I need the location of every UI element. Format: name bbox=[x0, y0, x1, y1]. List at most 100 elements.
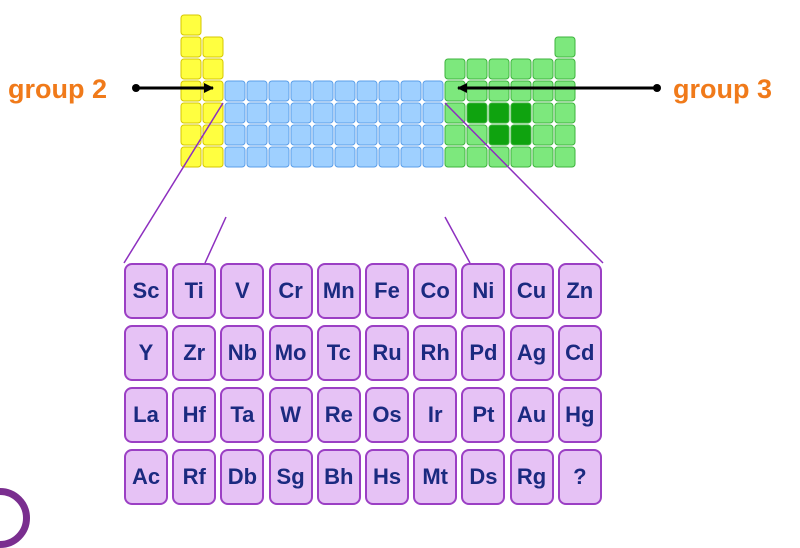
highlighted-cell bbox=[488, 124, 510, 146]
transition-cell bbox=[422, 124, 444, 146]
transition-cell bbox=[224, 124, 246, 146]
transition-cell bbox=[378, 80, 400, 102]
transition-cell bbox=[246, 124, 268, 146]
element-tile: Ta bbox=[220, 387, 265, 443]
element-tile: Zr bbox=[172, 325, 217, 381]
transition-cell bbox=[422, 80, 444, 102]
transition-cell bbox=[224, 102, 246, 124]
group3-cell bbox=[488, 58, 510, 80]
transition-cell bbox=[400, 80, 422, 102]
group2-cell bbox=[202, 146, 224, 168]
transition-cell bbox=[290, 80, 312, 102]
transition-cell bbox=[268, 124, 290, 146]
transition-cell bbox=[356, 146, 378, 168]
expand-line-outer-left bbox=[123, 102, 224, 264]
transition-cell bbox=[312, 146, 334, 168]
expand-line-outer-right bbox=[444, 102, 604, 264]
group3-cell bbox=[444, 124, 466, 146]
transition-cell bbox=[356, 124, 378, 146]
group3-cell bbox=[466, 58, 488, 80]
group3-cell bbox=[532, 146, 554, 168]
group3-cell bbox=[554, 80, 576, 102]
group3-cell bbox=[532, 102, 554, 124]
element-tile: Au bbox=[509, 387, 554, 443]
element-tile: Mo bbox=[268, 325, 313, 381]
transition-cell bbox=[334, 124, 356, 146]
highlighted-cell bbox=[510, 124, 532, 146]
expand-line-inner-left bbox=[204, 216, 227, 264]
group3-cell bbox=[444, 146, 466, 168]
transition-cell bbox=[422, 146, 444, 168]
element-tile: Db bbox=[220, 449, 265, 505]
element-tile: V bbox=[220, 263, 265, 319]
element-tile: ? bbox=[557, 449, 602, 505]
group3-cell bbox=[532, 80, 554, 102]
highlighted-cell bbox=[466, 102, 488, 124]
transition-cell bbox=[246, 102, 268, 124]
transition-cell bbox=[246, 80, 268, 102]
transition-cell bbox=[312, 124, 334, 146]
element-tile: Mn bbox=[316, 263, 361, 319]
element-tile: Fe bbox=[365, 263, 409, 319]
element-tile: Ds bbox=[461, 449, 506, 505]
transition-cell bbox=[268, 146, 290, 168]
group3-cell bbox=[554, 36, 576, 58]
element-tile: Cd bbox=[557, 325, 602, 381]
element-tile: Nb bbox=[220, 325, 265, 381]
group1-cell bbox=[180, 58, 202, 80]
element-tile: Os bbox=[365, 387, 409, 443]
transition-cell bbox=[422, 102, 444, 124]
element-tile: Rg bbox=[509, 449, 554, 505]
expand-line-inner-right bbox=[444, 216, 471, 264]
group3-cell bbox=[554, 124, 576, 146]
transition-cell bbox=[356, 102, 378, 124]
element-tile: Ti bbox=[172, 263, 217, 319]
group3-cell bbox=[488, 80, 510, 102]
group3-cell bbox=[554, 102, 576, 124]
group-2-label: group 2 bbox=[8, 74, 107, 104]
transition-cell bbox=[378, 102, 400, 124]
transition-cell bbox=[312, 80, 334, 102]
transition-cell bbox=[268, 80, 290, 102]
group3-cell bbox=[510, 146, 532, 168]
element-tile: Sc bbox=[124, 263, 168, 319]
highlighted-cell bbox=[488, 102, 510, 124]
group1-cell bbox=[180, 80, 202, 102]
element-tile: Pt bbox=[461, 387, 506, 443]
element-tile: Rh bbox=[413, 325, 458, 381]
transition-cell bbox=[400, 124, 422, 146]
element-tile: Bh bbox=[316, 449, 361, 505]
element-tile: Ni bbox=[461, 263, 506, 319]
element-tile: Ir bbox=[413, 387, 458, 443]
group3-cell bbox=[532, 124, 554, 146]
transition-cell bbox=[224, 146, 246, 168]
transition-cell bbox=[378, 146, 400, 168]
transition-cell bbox=[356, 80, 378, 102]
group2-cell bbox=[202, 58, 224, 80]
transition-cell bbox=[378, 124, 400, 146]
element-tile: Zn bbox=[557, 263, 602, 319]
element-tile: Rf bbox=[172, 449, 217, 505]
element-tile: Cr bbox=[268, 263, 313, 319]
group3-cell bbox=[554, 58, 576, 80]
element-tile: La bbox=[124, 387, 168, 443]
element-tile: W bbox=[268, 387, 313, 443]
element-tile: Cu bbox=[509, 263, 554, 319]
element-tile: Mt bbox=[413, 449, 458, 505]
group3-cell bbox=[444, 58, 466, 80]
transition-cell bbox=[246, 146, 268, 168]
group3-cell bbox=[466, 146, 488, 168]
element-tile: Ac bbox=[124, 449, 168, 505]
transition-cell bbox=[312, 102, 334, 124]
transition-cell bbox=[290, 102, 312, 124]
transition-cell bbox=[290, 124, 312, 146]
group-3-label: group 3 bbox=[673, 74, 772, 104]
element-tile: Y bbox=[124, 325, 168, 381]
element-tile: Ag bbox=[509, 325, 554, 381]
pointer-arrows bbox=[123, 83, 661, 264]
group3-cell bbox=[466, 80, 488, 102]
transition-cell bbox=[334, 80, 356, 102]
element-tile: Tc bbox=[316, 325, 361, 381]
transition-cell bbox=[334, 146, 356, 168]
group3-cell bbox=[510, 80, 532, 102]
